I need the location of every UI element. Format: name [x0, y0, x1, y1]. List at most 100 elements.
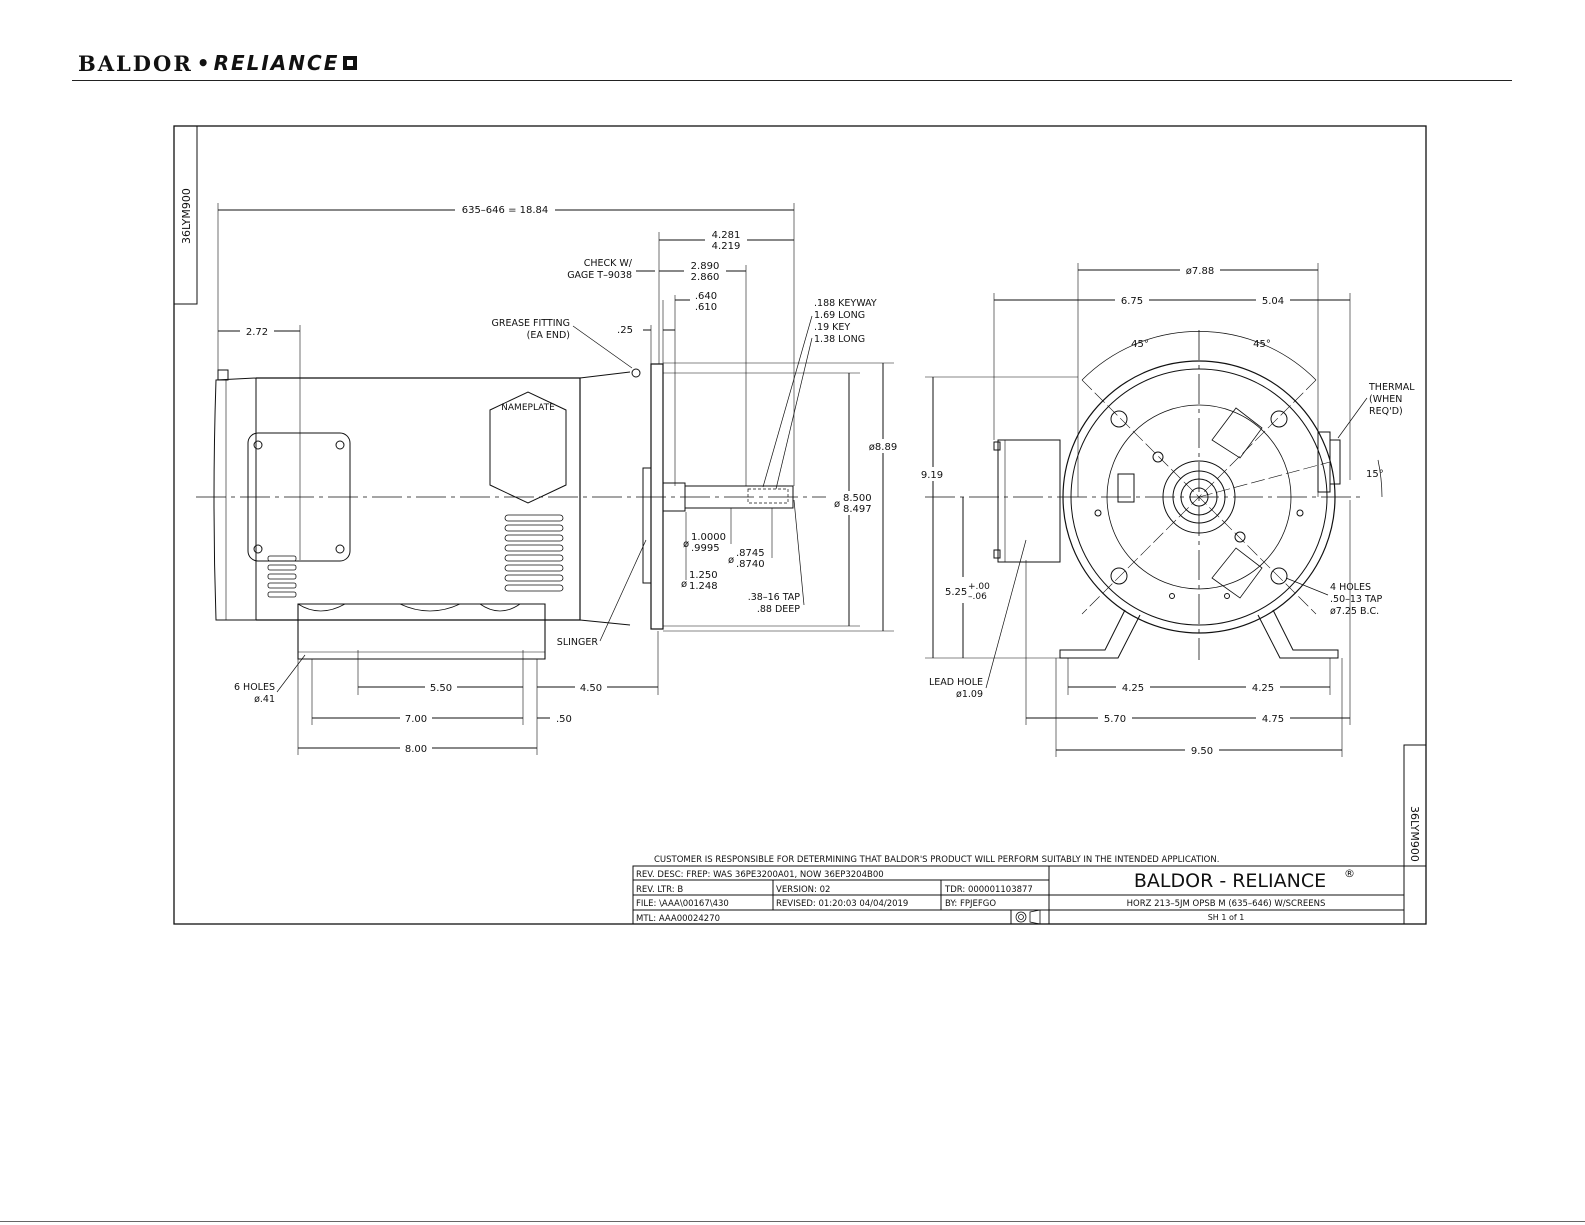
holes4-label-2: .50–13 TAP — [1330, 594, 1383, 605]
disclaimer: CUSTOMER IS RESPONSIBLE FOR DETERMINING … — [654, 855, 1219, 865]
sheet-number: SH 1 of 1 — [1208, 913, 1245, 922]
projection-circle-icon — [1015, 911, 1027, 923]
thermal-label-3: REQ'D) — [1369, 406, 1403, 417]
dim-8745: .8745 — [736, 548, 765, 559]
mount-hole-1 — [1110, 410, 1128, 428]
phi-1250: ø — [681, 579, 687, 590]
dim-2860: 2.860 — [691, 272, 720, 283]
drawing-border — [173, 125, 1427, 925]
footer-rule — [0, 1221, 1585, 1222]
tap-note-2: .88 DEEP — [757, 604, 800, 615]
slot-left — [1117, 473, 1135, 503]
dim-525-tol-minus: –.06 — [968, 592, 987, 602]
dim-525: 5.25 — [945, 587, 967, 598]
dim-4281: 4.281 — [712, 230, 741, 241]
dim-788: ø7.88 — [1186, 266, 1214, 277]
dim-1-0000: 1.0000 — [691, 532, 726, 543]
dim-2-72: 2.72 — [246, 327, 268, 338]
brand-mark-icon — [343, 56, 358, 70]
dim-8497: 8.497 — [843, 504, 872, 515]
dim-1250: 1.250 — [689, 570, 718, 581]
rear-vents — [267, 555, 297, 598]
brand-name-left: BALDOR — [78, 50, 193, 76]
nameplate-plate — [489, 391, 567, 504]
file-path: FILE: \AAA\00167\430 — [636, 899, 729, 909]
foot-right — [1257, 609, 1339, 659]
holes4-label-3: ø7.25 B.C. — [1330, 606, 1379, 617]
check-gage-label: CHECK W/ — [584, 258, 633, 269]
grease-fitting-rear — [217, 369, 229, 381]
dim-425-left: 4.25 — [1122, 683, 1144, 694]
projection-cone-icon — [1029, 909, 1041, 925]
brand-name-right: RELIANCE — [213, 51, 340, 75]
rev-ltr: REV. LTR: B — [636, 885, 683, 895]
end-frame-outer — [1062, 360, 1336, 634]
motor-base — [297, 603, 546, 660]
keyway — [747, 488, 789, 504]
dim-700: 7.00 — [405, 714, 427, 725]
mount-hole-2 — [1270, 410, 1288, 428]
keyway-note-4: 1.38 LONG — [814, 334, 865, 345]
keyway-note-3: .19 KEY — [814, 322, 850, 333]
dim-475: 4.75 — [1262, 714, 1284, 725]
check-gage-sublabel: GAGE T–9038 — [567, 270, 632, 281]
holes4-label-1: 4 HOLES — [1330, 582, 1371, 593]
dim-919: 9.19 — [921, 470, 943, 481]
dim-1248: 1.248 — [689, 581, 718, 592]
dim-504: 5.04 — [1262, 296, 1284, 307]
angle-right: 45° — [1253, 339, 1271, 350]
rev-desc: REV. DESC: FREP: WAS 36PE3200A01, NOW 36… — [636, 870, 884, 880]
header-rule — [72, 80, 1512, 81]
end-view: ø7.88 6.75 5.04 45° 45° THERMAL (WHEN RE… — [915, 263, 1415, 757]
flange — [650, 363, 664, 630]
title-block: CUSTOMER IS RESPONSIBLE FOR DETERMINING … — [632, 855, 1427, 925]
grease-fitting-sublabel: (EA END) — [527, 330, 570, 341]
mount-hole-3 — [1110, 567, 1128, 585]
foot-left — [1059, 609, 1141, 659]
dim-525-tol-plus: +.00 — [968, 582, 990, 592]
registered-mark: ® — [1344, 867, 1355, 880]
keyway-note-2: 1.69 LONG — [814, 310, 865, 321]
slinger-label: SLINGER — [557, 637, 599, 648]
dim-800: 8.00 — [405, 744, 427, 755]
dim-640: .640 — [695, 291, 717, 302]
lead-hole-dia: ø1.09 — [956, 689, 983, 700]
dim-4219: 4.219 — [712, 241, 741, 252]
end-frame-inner — [1070, 368, 1328, 626]
version: VERSION: 02 — [776, 885, 830, 895]
bearing-hub — [1162, 460, 1236, 534]
grease-fitting-label: GREASE FITTING — [492, 318, 571, 329]
holes-6-label: 6 HOLES — [234, 682, 275, 693]
front-vents — [504, 514, 564, 592]
brand-dot: • — [196, 51, 210, 75]
angle-left: 45° — [1131, 339, 1149, 350]
dim-8740: .8740 — [736, 559, 765, 570]
dim-50: .50 — [556, 714, 572, 725]
dim-overall-length: 635–646 = 18.84 — [462, 205, 549, 216]
shaft — [684, 485, 794, 509]
dim-550: 5.50 — [430, 683, 452, 694]
id-tab-top — [173, 125, 198, 305]
grease-fitting-front — [631, 368, 641, 378]
dim-9995: .9995 — [691, 543, 720, 554]
keyway-note-1: .188 KEYWAY — [814, 298, 877, 309]
conduit-box — [247, 432, 351, 562]
end-conduit-box — [997, 439, 1061, 563]
dim-675: 6.75 — [1121, 296, 1143, 307]
drawing-id-top: 36LYM900 — [180, 188, 193, 244]
angle-arc — [1081, 331, 1317, 381]
motor-body — [256, 377, 581, 621]
drawing-description: HORZ 213–5JM OPSB M (635–646) W/SCREENS — [1127, 899, 1326, 909]
dim-8500: 8.500 — [843, 493, 872, 504]
dim-425-right: 4.25 — [1252, 683, 1274, 694]
thermal-label-2: (WHEN — [1369, 394, 1402, 405]
mount-hole-4 — [1270, 567, 1288, 585]
shaft-end — [1189, 487, 1209, 507]
tdr: TDR: 000001103877 — [944, 885, 1033, 895]
angle-15: 15° — [1366, 469, 1384, 480]
phi-8500: ø — [834, 499, 840, 510]
side-view: NAMEPLATE 635–646 = 18.84 2.72 GREA — [196, 202, 902, 755]
drawn-by: BY: FPJEFGO — [945, 899, 996, 909]
tap-note-1: .38–16 TAP — [748, 592, 801, 603]
